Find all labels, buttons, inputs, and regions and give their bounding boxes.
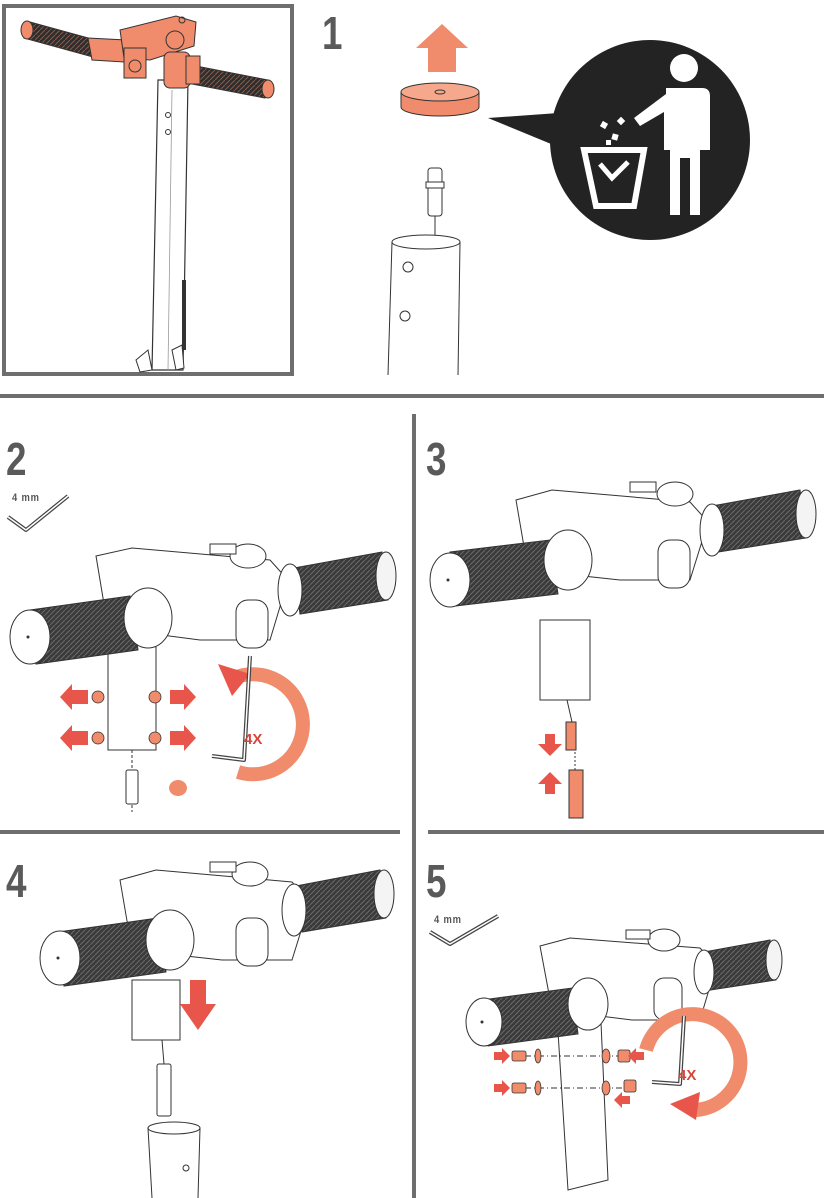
step-number-3: 3 [426,436,446,482]
step-number-1: 1 [322,10,342,56]
step2-illustration [8,496,396,812]
step3-illustration [430,482,816,818]
overview-frame [4,6,292,374]
down-arrow-icon [180,980,216,1030]
step-number-5: 5 [426,858,446,904]
up-arrow-icon [416,24,468,72]
step5-tool-label: 4 mm [434,914,462,926]
step5-illustration [430,916,782,1190]
step2-multiplier: 4X [244,731,262,748]
step4-illustration [40,862,394,1198]
step5-multiplier: 4X [678,1067,696,1084]
trash-disposal-icon [550,40,750,240]
step-number-2: 2 [6,436,26,482]
step2-tool-label: 4 mm [12,492,40,504]
step1-illustration [388,24,600,375]
step-number-4: 4 [6,858,26,904]
